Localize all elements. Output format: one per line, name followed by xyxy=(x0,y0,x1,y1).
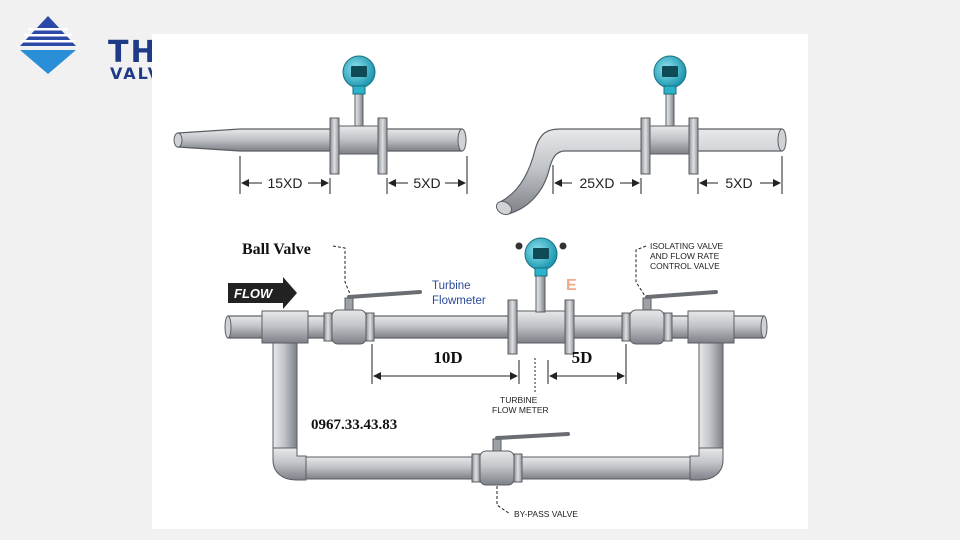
downstream-dim-5d: 5D xyxy=(572,348,593,367)
isolating-valve-label-line3: CONTROL VALVE xyxy=(650,261,720,271)
bypass-valve xyxy=(471,432,570,486)
meter-label-line2: FLOW METER xyxy=(492,405,549,415)
flow-direction-arrow: FLOW xyxy=(228,277,297,309)
isolating-valve-handle-icon xyxy=(645,290,718,299)
upstream-dim-10d: 10D xyxy=(433,348,462,367)
isolating-valve xyxy=(621,290,718,345)
top-right-upstream-dim: 25XD xyxy=(579,175,614,191)
installation-diagram-panel: 15XD 5XD 25XD 5XD xyxy=(152,34,808,529)
logo-diamond-icon xyxy=(20,16,76,74)
ball-valve-label: Ball Valve xyxy=(242,241,311,258)
flow-label: FLOW xyxy=(234,286,274,301)
bypass-pipe-left xyxy=(272,342,298,454)
phone-number: 0967.33.43.83 xyxy=(311,417,397,433)
top-left-upstream-dim: 15XD xyxy=(267,175,302,191)
ball-valve xyxy=(323,290,422,345)
top-left-downstream-dim: 5XD xyxy=(413,175,440,191)
bypass-pipe-right xyxy=(698,342,724,454)
top-right-installation: 25XD 5XD xyxy=(495,55,787,216)
brand-logo: THP VALVE xyxy=(18,14,180,82)
bypass-valve-handle-icon xyxy=(495,432,570,440)
bypass-valve-label: BY-PASS VALVE xyxy=(514,509,578,519)
meter-label-line1: TURBINE xyxy=(500,395,538,405)
isolating-valve-label-line2: AND FLOW RATE xyxy=(650,251,720,261)
top-left-installation: 15XD 5XD xyxy=(173,55,468,194)
watermark-letter: E xyxy=(566,277,577,294)
turbine-label-line1: Turbine xyxy=(432,280,471,292)
turbine-label-line2: Flowmeter xyxy=(432,295,486,307)
top-right-downstream-dim: 5XD xyxy=(725,175,752,191)
ball-valve-handle-icon xyxy=(347,290,422,299)
turbine-flow-meter xyxy=(507,237,575,355)
installation-diagram: 15XD 5XD 25XD 5XD xyxy=(173,55,787,519)
bypass-installation: FLOW Ball Valve Turbine Flowmeter E ISOL… xyxy=(224,237,768,519)
isolating-valve-label-line1: ISOLATING VALVE xyxy=(650,241,724,251)
